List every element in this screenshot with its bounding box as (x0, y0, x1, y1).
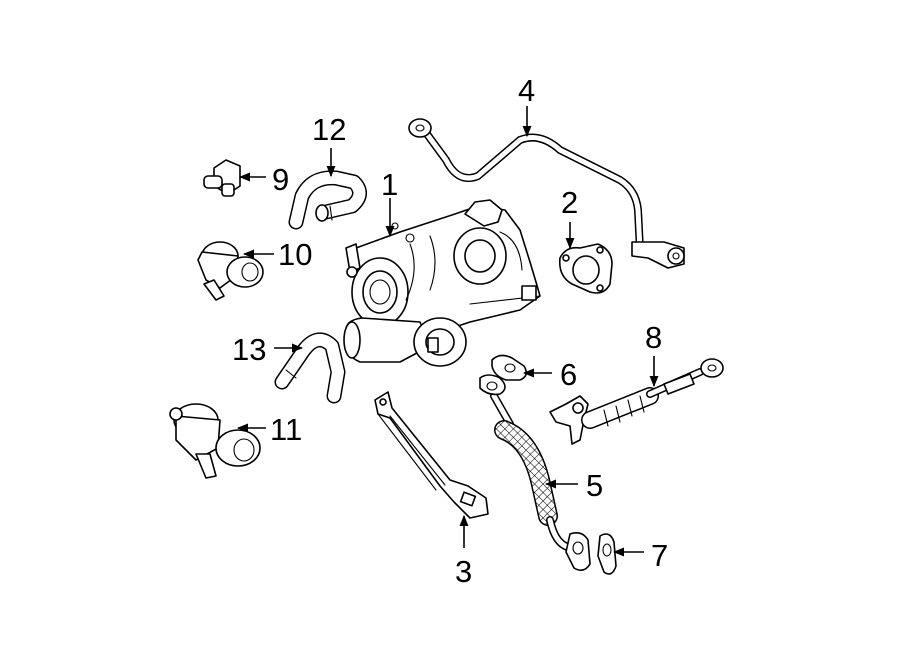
callout-8: 8 (645, 320, 662, 355)
callout-5: 5 (586, 468, 603, 503)
valve-part-10 (197, 241, 264, 301)
oil-line-part (479, 374, 591, 572)
callouts: 1 2 3 4 5 6 7 8 9 10 11 12 13 (232, 73, 668, 589)
gasket-part (558, 243, 613, 294)
callout-6: 6 (560, 357, 577, 392)
valve-part-11 (169, 403, 261, 479)
callout-13: 13 (232, 332, 266, 367)
callout-1: 1 (381, 167, 398, 202)
turbocharger-part (343, 199, 541, 367)
callout-7: 7 (651, 538, 668, 573)
valve-part-9 (203, 159, 241, 197)
hose-part-13 (274, 332, 346, 404)
callout-11: 11 (270, 412, 302, 447)
callout-12: 12 (312, 112, 346, 147)
callout-2: 2 (561, 185, 578, 220)
hose-part-12 (288, 170, 367, 230)
callout-3: 3 (455, 554, 472, 589)
gasket-ring-part (597, 533, 617, 575)
bracket-part (374, 391, 489, 519)
oil-return-line-part (549, 358, 724, 445)
callout-4: 4 (518, 73, 535, 108)
callout-10: 10 (278, 237, 312, 272)
leader-lines (236, 106, 659, 557)
callout-9: 9 (272, 162, 289, 197)
coolant-pipe-part (408, 118, 685, 269)
